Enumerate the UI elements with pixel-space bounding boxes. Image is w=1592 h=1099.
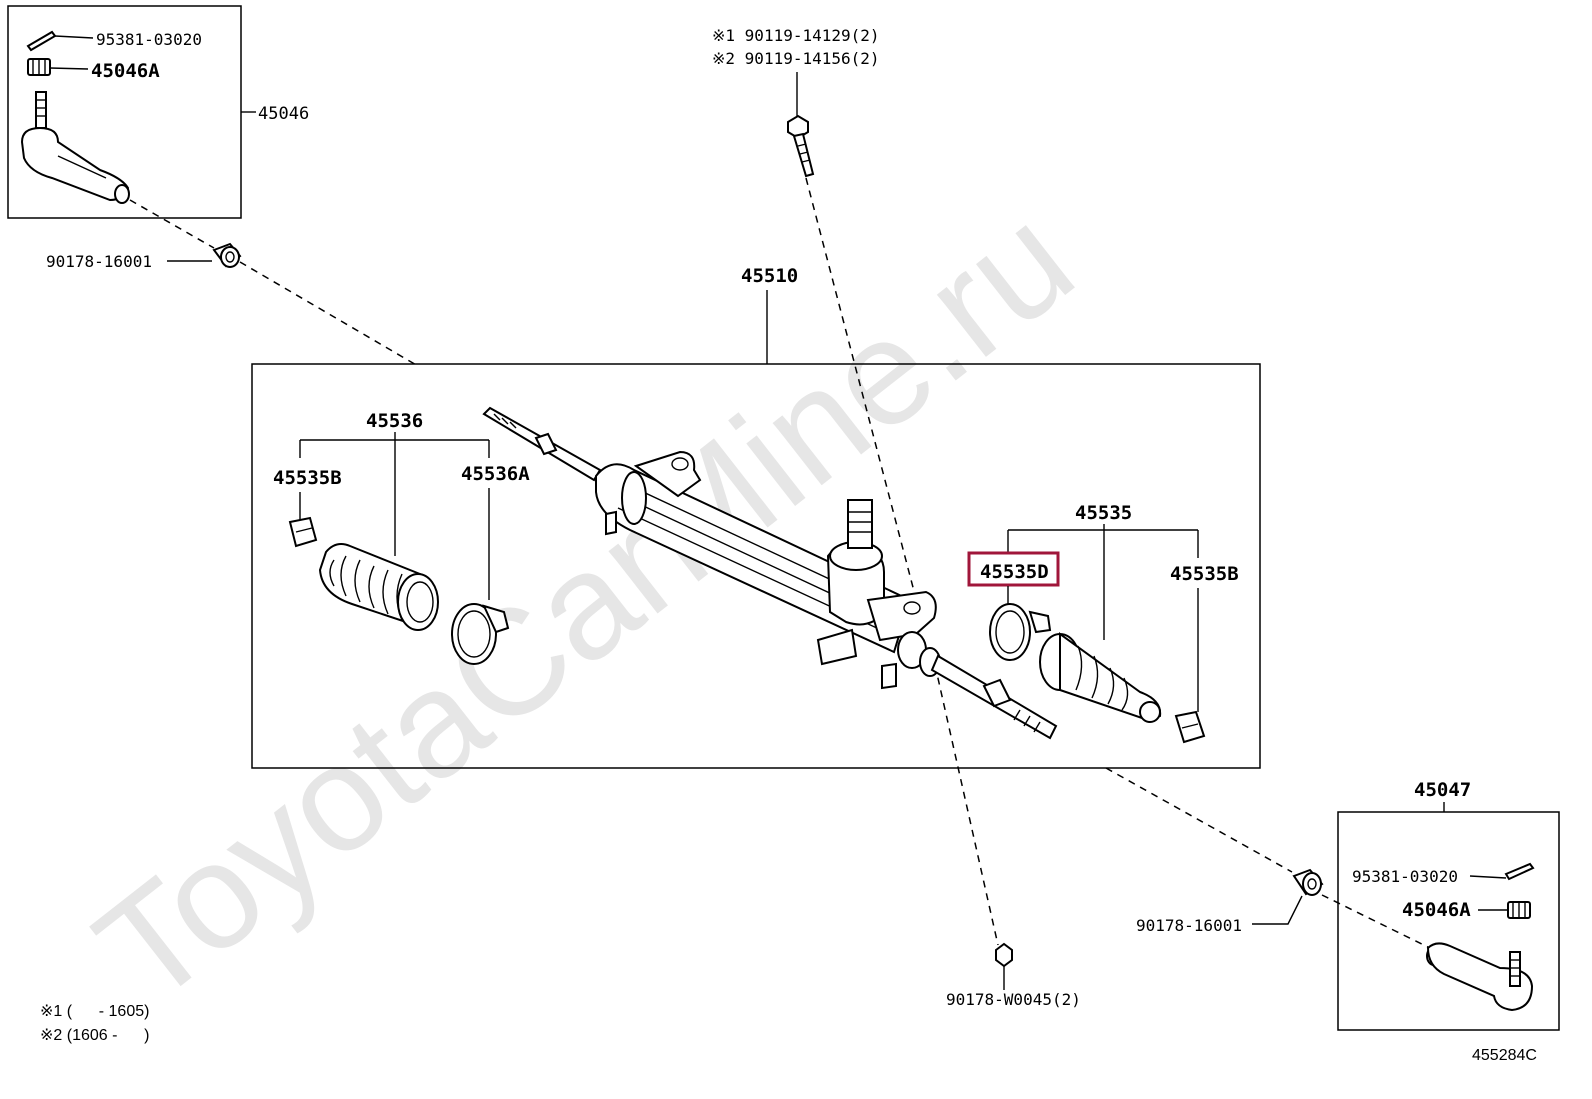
cotter-pin-right-icon[interactable] <box>1504 862 1535 881</box>
bolt-icon[interactable] <box>787 114 815 178</box>
footnote-2: ※2 (1606 - ) <box>40 1027 149 1044</box>
label-95381-03020-right[interactable]: 95381-03020 <box>1352 867 1458 886</box>
label-90178-16001-right[interactable]: 90178-16001 <box>1136 916 1242 935</box>
footnote-1: ※1 ( - 1605) <box>40 1003 149 1020</box>
steering-rack-icon[interactable] <box>482 406 1058 740</box>
large-clamp-right-icon[interactable] <box>989 603 1052 661</box>
guide-line <box>934 664 999 946</box>
label-45535[interactable]: 45535 <box>1075 502 1132 524</box>
label-45535B-left[interactable]: 45535B <box>273 467 342 489</box>
label-45535B-right[interactable]: 45535B <box>1170 563 1239 585</box>
label-45510[interactable]: 45510 <box>741 265 798 287</box>
tie-rod-end-right-box <box>1337 811 1560 1031</box>
label-45046A-left[interactable]: 45046A <box>91 60 160 82</box>
label-45536[interactable]: 45536 <box>366 410 423 432</box>
label-45536A[interactable]: 45536A <box>461 463 530 485</box>
bush-left-icon[interactable] <box>212 242 242 268</box>
rack-assembly-box <box>251 363 1261 769</box>
cotter-pin-left-icon[interactable] <box>26 30 94 52</box>
bush-right-icon[interactable] <box>1292 868 1324 896</box>
label-bolt-2[interactable]: ※2 90119-14156(2) <box>712 49 880 68</box>
tie-rod-end-left-group: 45046 95381-03020 45046A <box>7 5 309 219</box>
castle-nut-right-icon[interactable] <box>1507 901 1531 919</box>
nut-bottom-icon[interactable] <box>995 942 1013 968</box>
label-90178-16001-left[interactable]: 90178-16001 <box>46 252 152 271</box>
small-clamp-left-icon[interactable] <box>288 516 318 548</box>
label-45046A-right[interactable]: 45046A <box>1402 899 1471 921</box>
castle-nut-left-icon[interactable] <box>27 58 89 76</box>
label-bolt-1[interactable]: ※1 90119-14129(2) <box>712 26 880 45</box>
boot-left-icon[interactable] <box>318 543 439 631</box>
watermark: ToyotaCarMine.ru <box>66 174 1102 1035</box>
guide-line <box>805 177 916 596</box>
highlight-box-45535D <box>967 551 1060 587</box>
label-45047[interactable]: 45047 <box>1414 779 1471 801</box>
label-90178-W0045[interactable]: 90178-W0045(2) <box>946 990 1081 1009</box>
large-clamp-left-icon[interactable] <box>451 603 510 665</box>
guide-line <box>1105 767 1293 873</box>
label-45535D[interactable]: 45535D <box>980 561 1049 583</box>
tie-rod-end-right-icon[interactable] <box>1426 942 1534 1012</box>
label-95381-03020-left[interactable]: 95381-03020 <box>96 30 202 49</box>
tie-rod-end-left-icon[interactable] <box>20 91 130 204</box>
guide-line <box>239 261 419 367</box>
guide-line <box>129 199 215 249</box>
label-45046[interactable]: 45046 <box>258 104 309 124</box>
boot-right-icon[interactable] <box>1039 632 1162 723</box>
small-clamp-right-icon[interactable] <box>1174 710 1206 744</box>
figure-reference: 455284C <box>1472 1047 1537 1064</box>
